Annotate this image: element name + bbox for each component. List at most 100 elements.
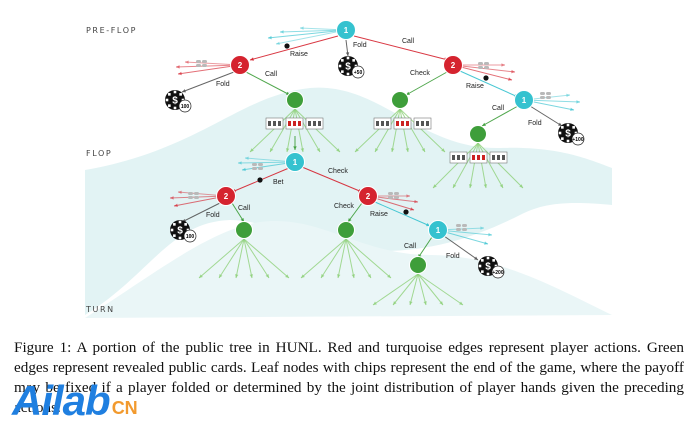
bet-size-marker [196,64,201,67]
edge-arrowhead [423,301,427,305]
card-pip [472,155,475,160]
edge-public-card [417,273,444,306]
edge-arrowhead [508,77,512,81]
bet-size-marker [252,167,257,170]
edge-public-card [452,142,479,189]
dollar-icon: $ [345,62,351,73]
bet-size-marker [540,92,545,95]
edge-arrowhead [375,148,379,152]
chance-node [286,91,304,109]
edge-fold [443,235,479,261]
edge-line [529,105,563,127]
edge-arrowhead [240,218,244,222]
edge-arrowhead [387,274,391,278]
player2-node [230,55,250,75]
player2-node [358,186,378,206]
edge-label-raise: Raise [290,51,308,58]
edge-line [269,108,296,153]
edge-public-card [198,238,245,279]
bet-size-marker [462,228,467,231]
edge-public-card [477,142,504,189]
chance-node [337,221,355,239]
edge-arrowhead [351,274,355,278]
chip-notch [486,272,490,276]
card-pip [386,121,389,126]
player2-node [216,186,236,206]
edge-line [353,35,449,61]
edge-line [374,201,431,227]
terminal-chip: $+200 [478,256,505,279]
edge-line [279,29,347,33]
edge-arrowhead [519,184,523,188]
edge-arrowhead [182,89,186,93]
edge-label-check: Check [328,168,348,175]
card-pip [313,121,316,126]
edge-label-call: Call [492,105,505,112]
chip-notch [173,223,176,226]
bet-size-marker [484,62,489,65]
edge-arrowhead [235,274,239,278]
node-number: 2 [366,192,371,201]
edge-arrowhead [426,222,430,227]
chip-notch [492,259,495,262]
edge-public-card [354,108,401,153]
edge-public-card [243,238,253,279]
edge-line [477,142,524,189]
card-pip [426,121,429,126]
edge-public-card [294,108,305,153]
edge-line [417,273,444,306]
edge-public-card [243,238,290,279]
edge-public-card [249,108,296,153]
card-pip [457,155,460,160]
edge-arrowhead [459,301,463,305]
edge-line [231,202,245,223]
edge-arrowhead [300,26,304,30]
edge-public-card [294,108,321,153]
card-pip [288,121,291,126]
edge-public-card [320,238,347,279]
dollar-icon: $ [177,226,183,237]
edge-arrowhead [293,146,297,150]
card-pip [298,121,301,126]
edge-public-card [300,238,347,279]
edge-arrowhead [441,148,445,152]
bet-size-marker [194,196,199,199]
chance-node [409,256,427,274]
chip-notch [341,59,344,62]
edge-arrowhead [499,184,503,188]
edge-arrowhead [410,207,414,211]
bet-size-marker [258,163,263,166]
edge-public-card [417,273,427,306]
edge-arrowhead [250,148,254,152]
edge-line [245,71,291,96]
edge-label-call: Call [404,243,417,250]
chip-notch [561,126,564,129]
edge-line [345,238,392,279]
card-pip [318,121,321,126]
edge-check [405,71,448,96]
edge-arrowhead [301,274,305,278]
card-pip [452,155,455,160]
edge-line [443,235,479,261]
bet-size-marker [478,62,483,65]
edge-label-fold: Fold [446,253,460,260]
edge-public-card [374,108,401,153]
edge-line [477,142,487,189]
edge-line [452,142,479,189]
public-cards-mid [373,117,432,130]
edge-arrowhead [488,232,492,237]
card-pip [273,121,276,126]
edge-arrowhead [178,71,182,76]
edge-arrowhead [453,184,457,188]
edge-arrowhead [483,184,488,188]
bet-size-marker [456,228,461,231]
card-pip [278,121,281,126]
edge-check [347,202,363,223]
chip-notch [558,131,562,135]
edge-arrowhead [176,65,180,69]
card-pip [482,155,485,160]
chip-notch [165,98,169,102]
edge-arrowhead [265,274,269,278]
edge-line [300,238,347,279]
card-pip [376,121,379,126]
